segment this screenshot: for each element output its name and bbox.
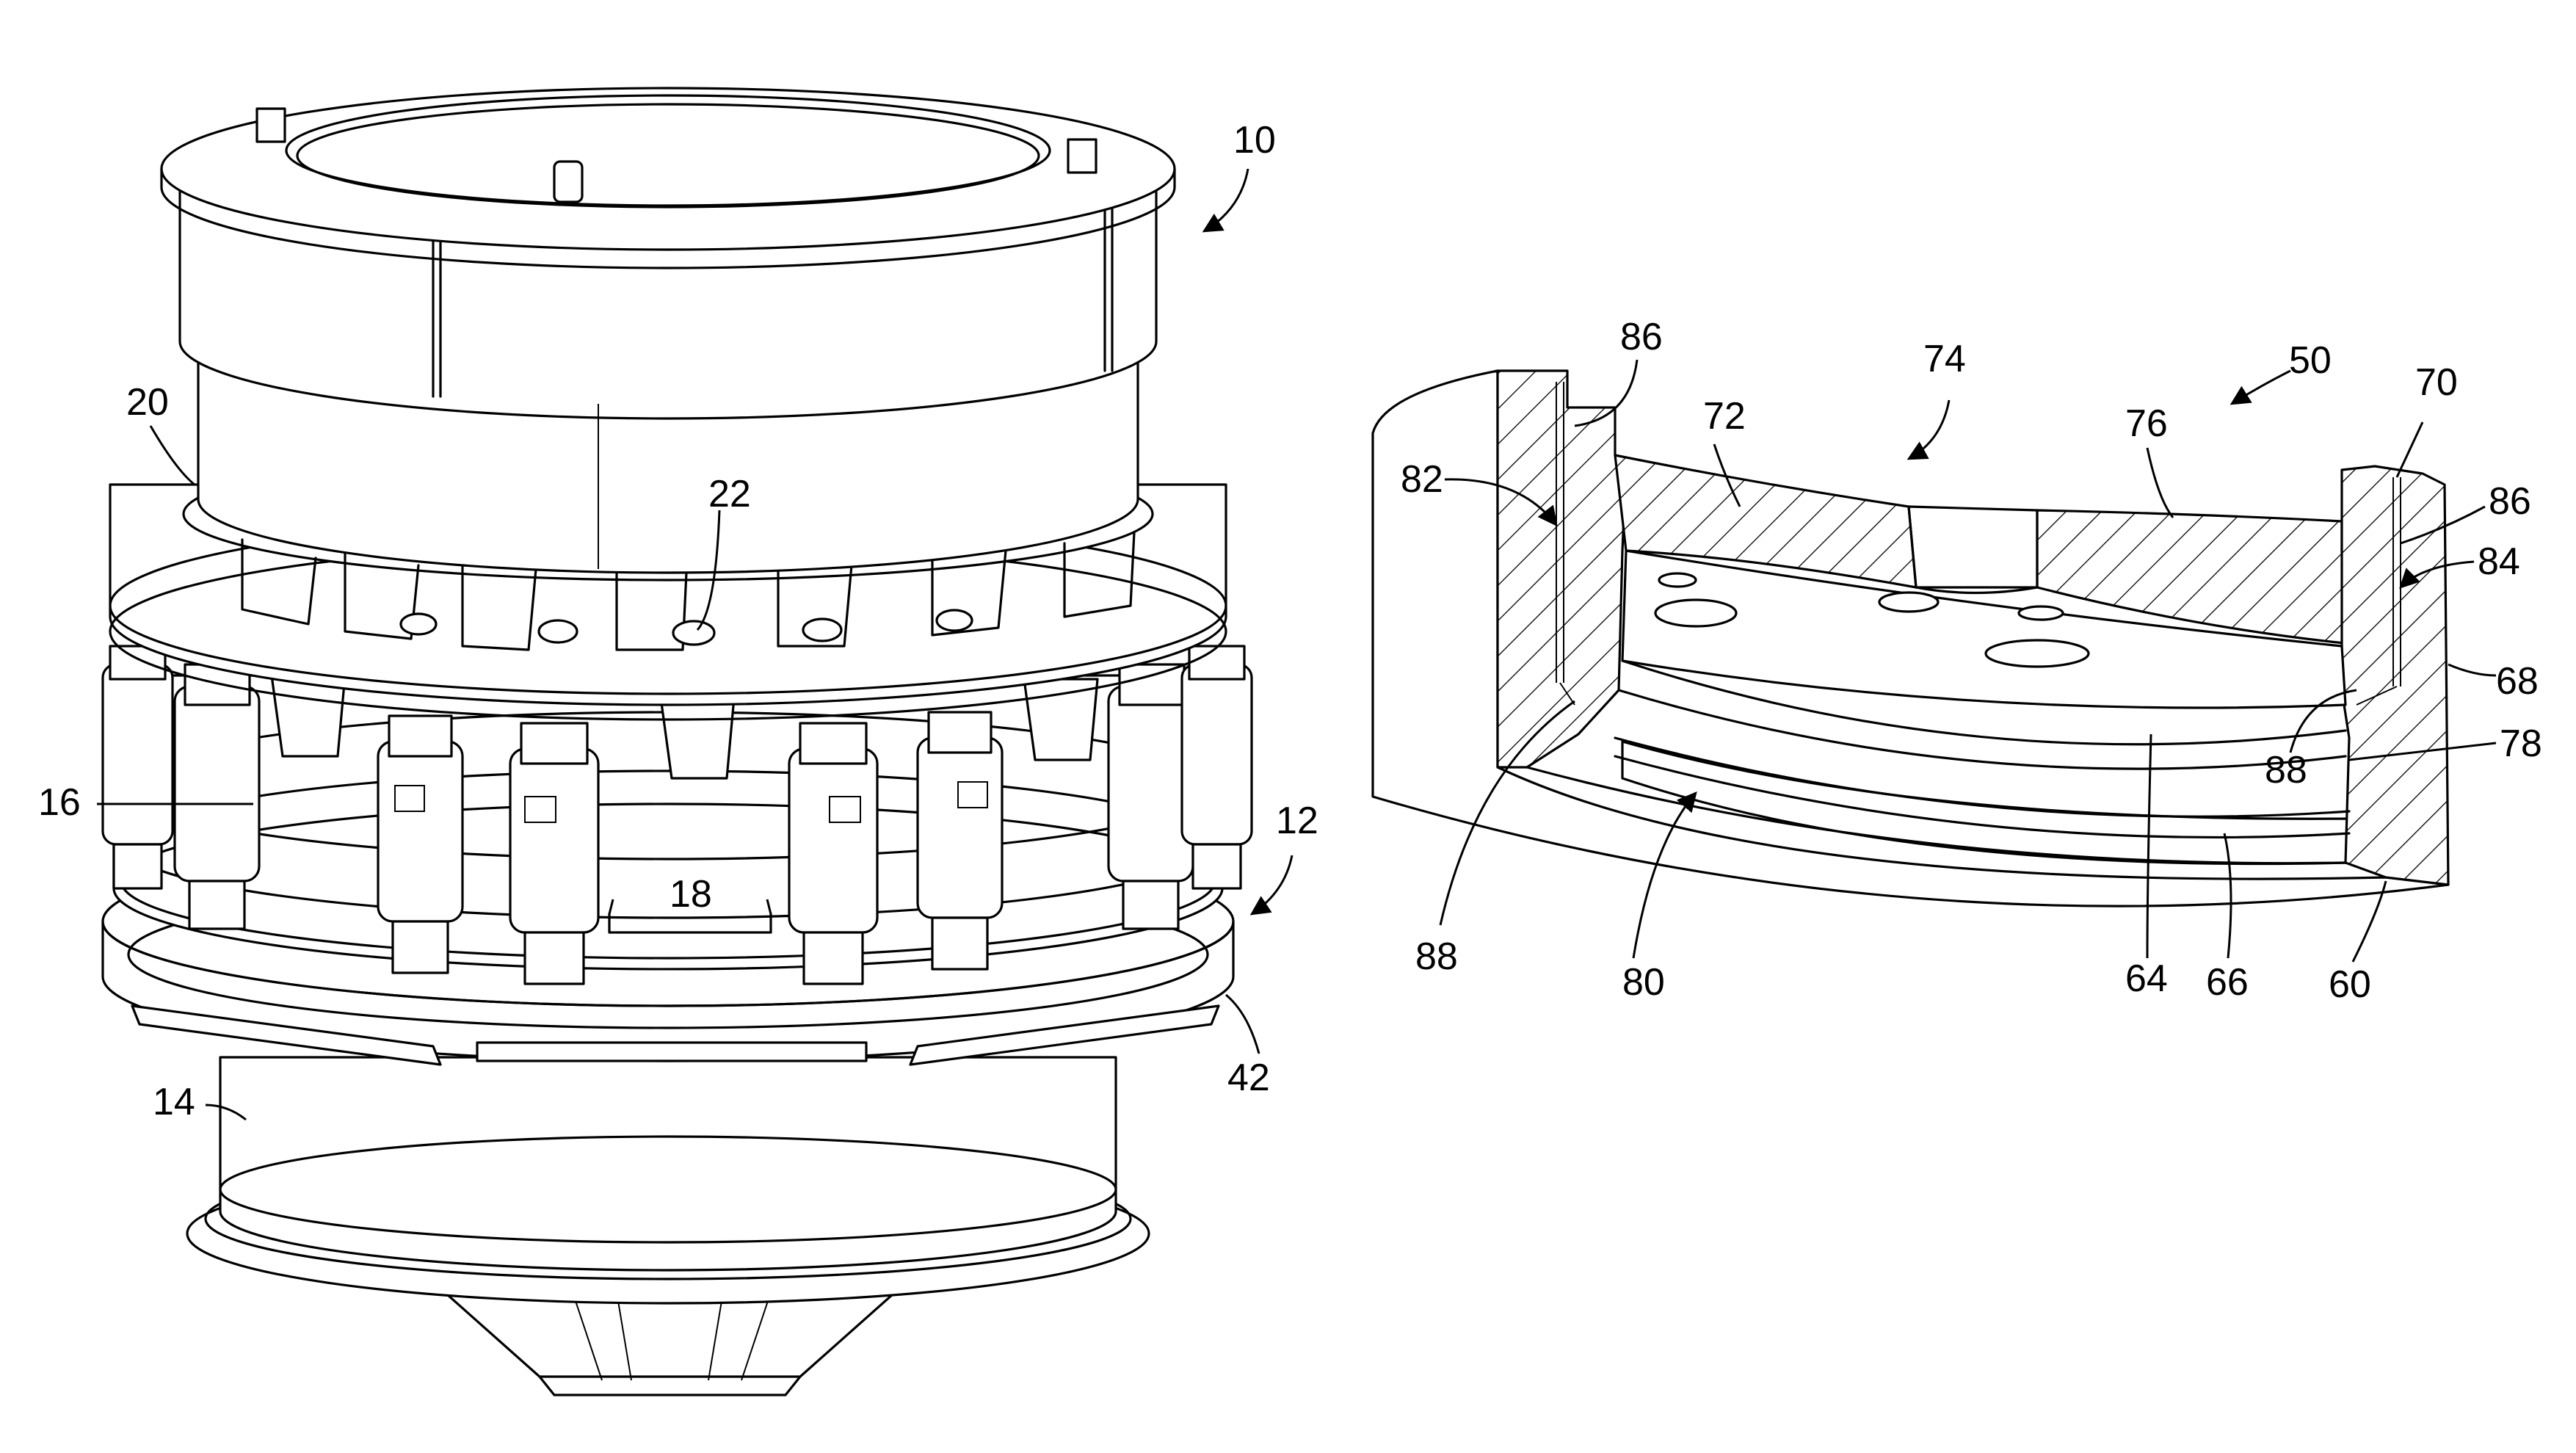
- ref-50: 50: [2289, 339, 2332, 382]
- ref-74: 74: [1923, 338, 1966, 380]
- ref-80: 80: [1622, 961, 1665, 1004]
- ref-88-right: 88: [2265, 749, 2307, 791]
- ref-88-left: 88: [1415, 935, 1458, 978]
- ring-section-view: [1373, 371, 2448, 906]
- ref-82: 82: [1401, 458, 1443, 501]
- ref-68: 68: [2496, 660, 2539, 703]
- ref-78: 78: [2500, 722, 2542, 765]
- section-right: [2342, 466, 2448, 885]
- ref-76: 76: [2125, 402, 2168, 445]
- hopper-shell-10: [162, 88, 1175, 573]
- ref-64: 64: [2125, 957, 2168, 1000]
- base-cone: [440, 1289, 899, 1395]
- ref-20: 20: [126, 381, 169, 424]
- ref-18: 18: [670, 873, 712, 916]
- ref-42: 42: [1227, 1057, 1270, 1099]
- ref-86-right: 86: [2489, 480, 2531, 523]
- ref-22: 22: [708, 473, 751, 515]
- lower-shell: [187, 1057, 1149, 1303]
- ref-12: 12: [1276, 800, 1318, 842]
- ref-14: 14: [153, 1081, 195, 1123]
- ref-60: 60: [2329, 963, 2371, 1006]
- cylinder: [103, 646, 173, 888]
- section-left: [1498, 371, 1626, 767]
- ref-16: 16: [38, 781, 81, 824]
- ref-86-left: 86: [1620, 316, 1663, 358]
- ref-66: 66: [2206, 961, 2249, 1004]
- cylinder: [1182, 646, 1252, 888]
- ref-72: 72: [1703, 395, 1746, 438]
- ref-84: 84: [2478, 540, 2520, 583]
- ref-10: 10: [1233, 119, 1276, 162]
- ref-70: 70: [2415, 361, 2458, 404]
- crusher-assembly-view: [103, 88, 1252, 1395]
